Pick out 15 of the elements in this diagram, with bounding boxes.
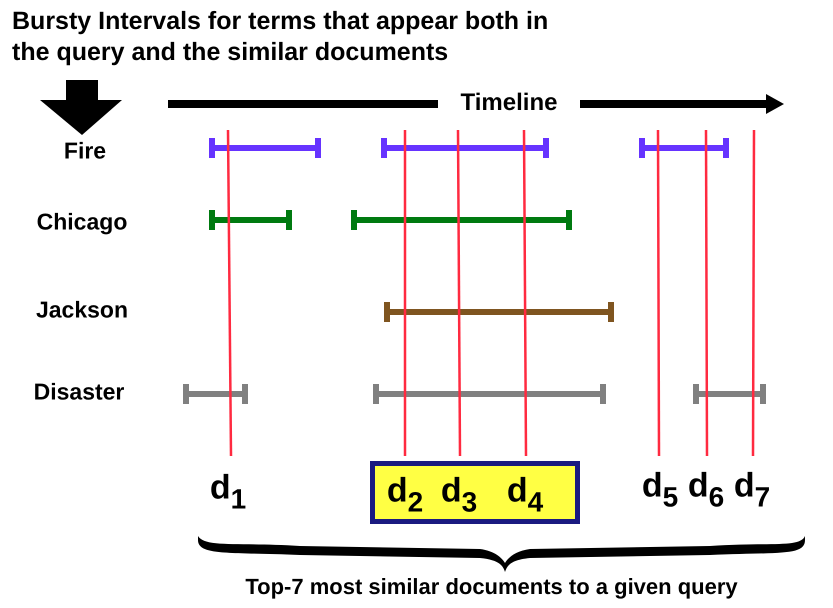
document-label: d$_{6}$ xyxy=(688,468,724,512)
highlight-box xyxy=(370,461,580,524)
axis-label: Timeline xyxy=(460,89,558,117)
term-label: Disaster xyxy=(34,378,124,406)
document-label: d$_{1}$ xyxy=(210,470,246,514)
document-label: d$_{7}$ xyxy=(734,468,770,512)
document-label: d$_{2}$ xyxy=(386,474,424,516)
term-label: Chicago xyxy=(36,208,128,236)
document-label: d$_{5}$ xyxy=(642,468,678,512)
title: Bursty Intervals for terms that appear both in the query and the similar documents xyxy=(12,6,550,68)
document-label: d$_{4}$ xyxy=(506,474,544,516)
document-label: d$_{3}$ xyxy=(440,474,478,516)
caption: Top-7 most similar documents to a given query xyxy=(244,573,739,601)
term-label: Fire xyxy=(64,138,106,164)
term-label: Jackson xyxy=(36,296,128,324)
